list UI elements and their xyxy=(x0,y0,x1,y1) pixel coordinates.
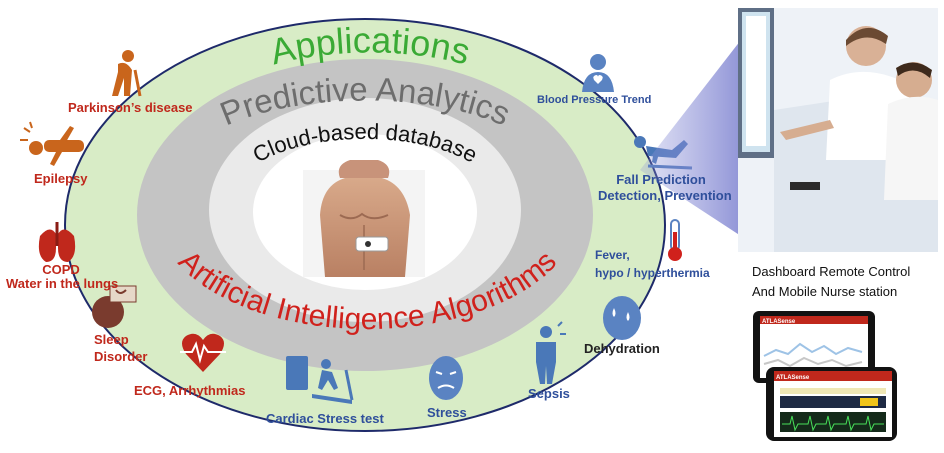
heart-ecg-icon xyxy=(180,333,226,372)
sleeping-head-icon xyxy=(92,285,137,328)
fever-label-line2: hypo / hyperthermia xyxy=(595,266,710,280)
projection-beam xyxy=(640,36,744,238)
fall-label-line2: Detection, Prevention xyxy=(598,188,732,203)
parkinsons-person-icon xyxy=(112,50,142,97)
stress-label: Stress xyxy=(427,405,467,420)
dehydrated-head-icon xyxy=(603,296,641,340)
bp-trend-label: Blood Pressure Trend xyxy=(537,94,652,106)
copd-label-line1: COPD xyxy=(42,262,80,277)
wearable-sensor xyxy=(355,236,389,252)
ecg-label: ECG, Arrhythmias xyxy=(134,383,246,398)
treadmill-icon xyxy=(286,356,354,404)
dashboard-caption: Dashboard Remote Control And Mobile Nurs… xyxy=(752,262,910,302)
nurse-station-phone: ATLASense xyxy=(766,367,897,441)
tablet-logo: ATLASense xyxy=(762,319,796,325)
bp-person-icon xyxy=(582,54,614,92)
fever-label: Fever, hypo / hyperthermia xyxy=(595,246,710,282)
fall-label-line1: Fall Prediction xyxy=(616,172,706,187)
sepsis-label: Sepsis xyxy=(528,386,570,401)
parkinsons-label: Parkinson’s disease xyxy=(68,100,193,115)
sleep-disorder-label: Sleep Disorder xyxy=(94,331,147,365)
dashboard-caption-line2: And Mobile Nurse station xyxy=(752,284,898,299)
fever-label-line1: Fever, xyxy=(595,248,630,262)
dehydration-label: Dehydration xyxy=(584,341,660,356)
thermometer-icon xyxy=(668,219,682,261)
copd-label-line2: Water in the lungs xyxy=(6,276,119,291)
copd-label: COPD Water in the lungs xyxy=(6,262,119,291)
sepsis-person-icon xyxy=(536,321,566,384)
lungs-icon xyxy=(38,222,76,262)
seizure-person-icon xyxy=(20,121,84,166)
phone-logo: ATLASense xyxy=(776,375,810,381)
fall-prediction-label: Fall Prediction Detection, Prevention xyxy=(598,172,732,204)
stressed-face-icon xyxy=(429,356,463,400)
dashboard-caption-line1: Dashboard Remote Control xyxy=(752,264,911,279)
cardiac-stress-label: Cardiac Stress test xyxy=(266,411,384,426)
sleep-label-line1: Sleep xyxy=(94,332,129,347)
doctors-photo xyxy=(738,8,938,252)
torso-sensor-photo xyxy=(303,160,425,277)
epilepsy-label: Epilepsy xyxy=(34,171,88,186)
sleep-label-line2: Disorder xyxy=(94,349,148,364)
